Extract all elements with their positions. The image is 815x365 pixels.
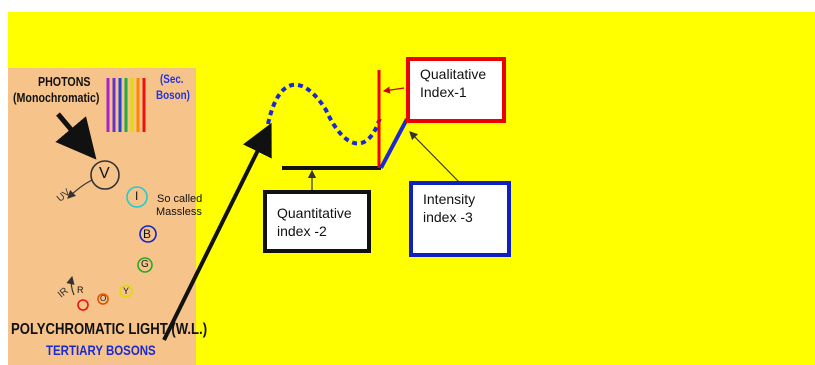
intensity-line-2: index -3 bbox=[423, 209, 473, 225]
qualitative-box: Qualitative Index-1 bbox=[406, 57, 506, 123]
intensity-box: Intensity index -3 bbox=[409, 181, 511, 257]
intensity-pointer bbox=[409, 131, 461, 184]
circle-y-label: Y bbox=[123, 286, 130, 296]
qualitative-pointer bbox=[382, 86, 405, 94]
qualitative-line-1: Qualitative bbox=[420, 66, 487, 82]
photons-label: PHOTONS bbox=[38, 74, 91, 89]
sec-label: (Sec. bbox=[160, 72, 184, 86]
polychromatic-label: POLYCHROMATIC LIGHT (W.L.) bbox=[11, 321, 208, 338]
photon-arrow bbox=[55, 112, 97, 160]
circle-i-label: I bbox=[135, 189, 139, 203]
quantitative-box: Quantitative index -2 bbox=[263, 190, 371, 253]
circle-b-label: B bbox=[143, 227, 152, 241]
ir-arrow bbox=[66, 275, 75, 296]
tertiary-label: TERTIARY BOSONS bbox=[46, 342, 156, 358]
spectrum-bars bbox=[106, 78, 146, 132]
r-label: R bbox=[77, 285, 84, 295]
blue-diagonal bbox=[379, 118, 409, 169]
color-circles bbox=[77, 160, 157, 311]
circle-v-label: V bbox=[99, 165, 110, 182]
quantitative-line-1: Quantitative bbox=[277, 205, 352, 221]
quantitative-line-2: index -2 bbox=[277, 223, 327, 239]
long-arrow bbox=[162, 122, 272, 341]
intensity-line-1: Intensity bbox=[423, 191, 476, 207]
circle-o-label: O bbox=[100, 294, 107, 303]
so-called-label: So called bbox=[157, 193, 203, 205]
photon-panel bbox=[8, 68, 196, 365]
qualitative-line-2: Index-1 bbox=[420, 84, 467, 100]
uv-arrow bbox=[67, 179, 93, 199]
boson-label: Boson) bbox=[156, 88, 190, 102]
wave bbox=[266, 82, 382, 146]
massless-label: Massless bbox=[156, 206, 202, 218]
circle-g-label: G bbox=[141, 259, 149, 270]
monochromatic-label: (Monochromatic) bbox=[13, 90, 100, 105]
